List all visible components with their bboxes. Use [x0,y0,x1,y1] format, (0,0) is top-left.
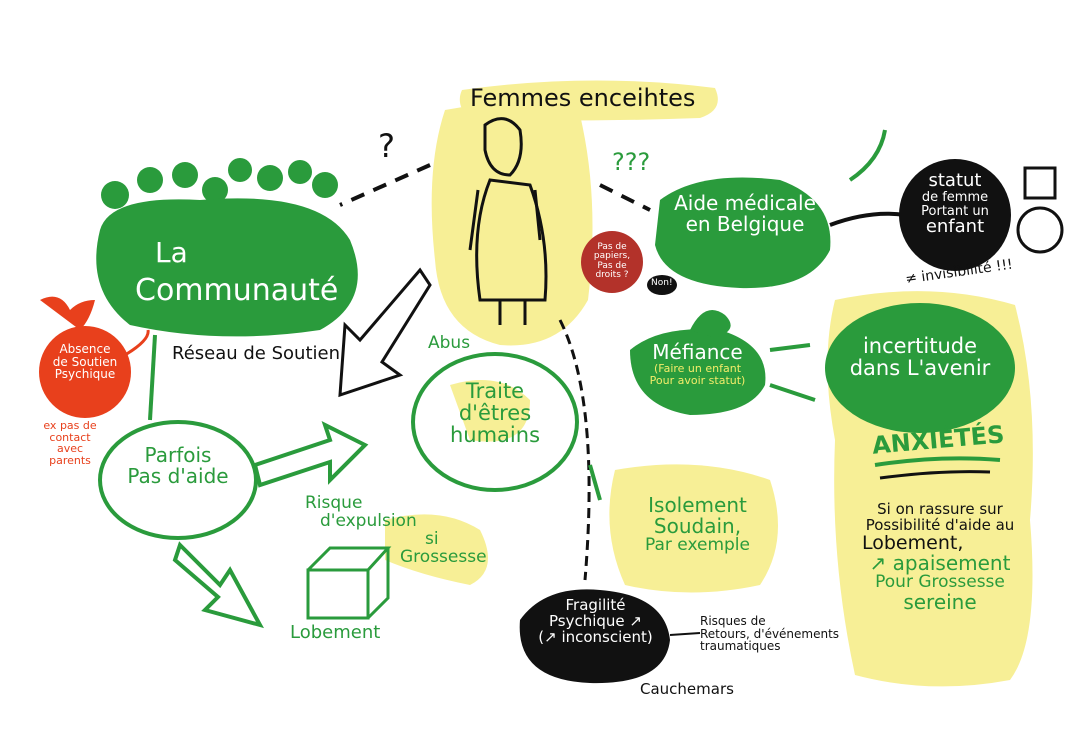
page-title: Femmes enceihtes [470,84,696,112]
fragilite-label: Fragilité Psychique ↗ (↗ inconscient) [528,596,663,646]
community-caption: Réseau de Soutien [172,343,340,364]
note-line: contact [49,430,91,444]
absence-note: ex pas de contact avec parents [40,420,100,466]
expulsion-line3: si [425,528,439,549]
risques-line1: Risques de [700,614,766,628]
fragilite-line2: Psychique ↗ [549,611,642,630]
incertitude-blob [825,303,1015,433]
fragilite-blob [519,589,670,684]
mefiance-blob [630,329,766,415]
community-title-2: Communauté [135,273,339,308]
abus-label: Abus [428,333,471,353]
isolement-label: Isolement Soudain, Par exemple [625,495,770,555]
community-blob [96,198,358,337]
traite-label: Traite d'êtres humains [440,380,550,446]
expulsion-line2: d'expulsion [320,510,417,531]
statut-label: statut de femme Portant un enfant [910,170,1000,238]
logement-label: Lobement [290,622,381,643]
mefiance-line1: Méfiance [652,340,743,364]
statut-circle [899,159,1011,271]
absence-line3: Psychique [54,367,116,382]
mefiance-line3: Pour avoir statut) [649,373,746,387]
triple-question: ??? [612,148,651,176]
traite-line1: Traite [465,379,525,403]
fragilite-line1: Fragilité [565,596,626,614]
statut-line1: statut [928,170,982,191]
papiers-line1: Pas de [597,242,627,252]
absence-label: Absence de Soutien Psychique [48,343,122,381]
pregnant-woman-figure [468,117,548,325]
statut-line3: Portant un [921,203,989,219]
papiers-line2: papiers, [593,251,631,262]
question-mark: ? [378,127,395,165]
incertitude-line2: dans L'avenir [849,356,991,381]
arrow-down-left-icon [338,267,432,398]
arrow-down-right-icon [172,541,265,629]
fragilite-line3: (↗ inconscient) [538,627,653,646]
papiers-line4: droits ? [595,270,629,281]
statut-line2: de femme [921,189,989,205]
rassure-line6: sereine [903,590,977,615]
papiers-circle [581,231,643,293]
community-title-1: La [155,236,188,269]
mefiance-label: Méfiance (Faire un enfant Pour avoir sta… [635,342,760,386]
risques-line3: traumatiques [700,639,781,654]
parfois-line1: Parfois [144,443,212,467]
parfois-label: Parfois Pas d'aide [118,445,238,487]
isolement-line1: Isolement [648,493,747,517]
expulsion-line4: Grossesse [400,546,487,567]
community-heads [101,158,338,209]
rassure-line5: Pour Grossesse [875,572,1005,593]
parfois-circle [98,420,258,540]
absence-circle [39,326,131,418]
incertitude-line1: incertitude [862,334,978,358]
aide-line2: en Belgique [685,212,805,236]
expulsion-line1: Risque [305,493,363,513]
incertitude-label: incertitude dans L'avenir [840,335,1000,379]
cauchemars-label: Cauchemars [640,680,734,698]
aide-medicale-blob [655,177,831,289]
arrow-right-icon [252,421,369,488]
isolement-highlight [609,464,778,593]
mefiance-line2: (Faire un enfant [653,362,742,375]
aide-line1: Aide médicale [674,191,816,215]
isolement-line3: Par exemple [645,535,750,555]
absence-line1: Absence [59,342,111,356]
rassure-label: Si on rassure sur Possibilité d'aide au … [850,500,1030,615]
medal-icon [1016,166,1064,254]
statut-line4: enfant [925,216,985,238]
non-bubble [647,275,677,295]
rassure-line1: Si on rassure sur [877,500,1003,518]
non-label: Non! [651,278,673,288]
papiers-line3: Pas de [597,260,627,271]
note-line: avec [56,442,84,456]
note-line: parents [49,453,91,467]
absence-line2: de Soutien [52,354,118,369]
house-box-icon [306,546,392,620]
traite-circle [411,352,579,492]
risques-line2: Retours, d'événements [700,626,840,641]
traite-line2: d'êtres [458,401,532,426]
traite-line3: humains [449,423,541,448]
aide-medicale-label: Aide médicale en Belgique [665,193,825,235]
note-line: ex pas de [43,419,97,432]
woman-highlight [431,103,593,346]
risques-label: Risques de Retours, d'événements traumat… [700,615,839,653]
expulsion-label: Risque d'expulsion si Grossesse [305,493,495,567]
parfois-line2: Pas d'aide [127,464,229,488]
rassure-line2: Possibilité d'aide au [865,515,1015,534]
expulsion-highlight [385,514,488,585]
rassure-line3: Lobement, [862,531,964,554]
rassure-line4: ↗ apaisement [869,551,1011,576]
papiers-label: Pas de papiers, Pas de droits ? [586,242,638,281]
lizard-shape [40,296,95,330]
isolement-line2: Soudain, [653,514,742,538]
